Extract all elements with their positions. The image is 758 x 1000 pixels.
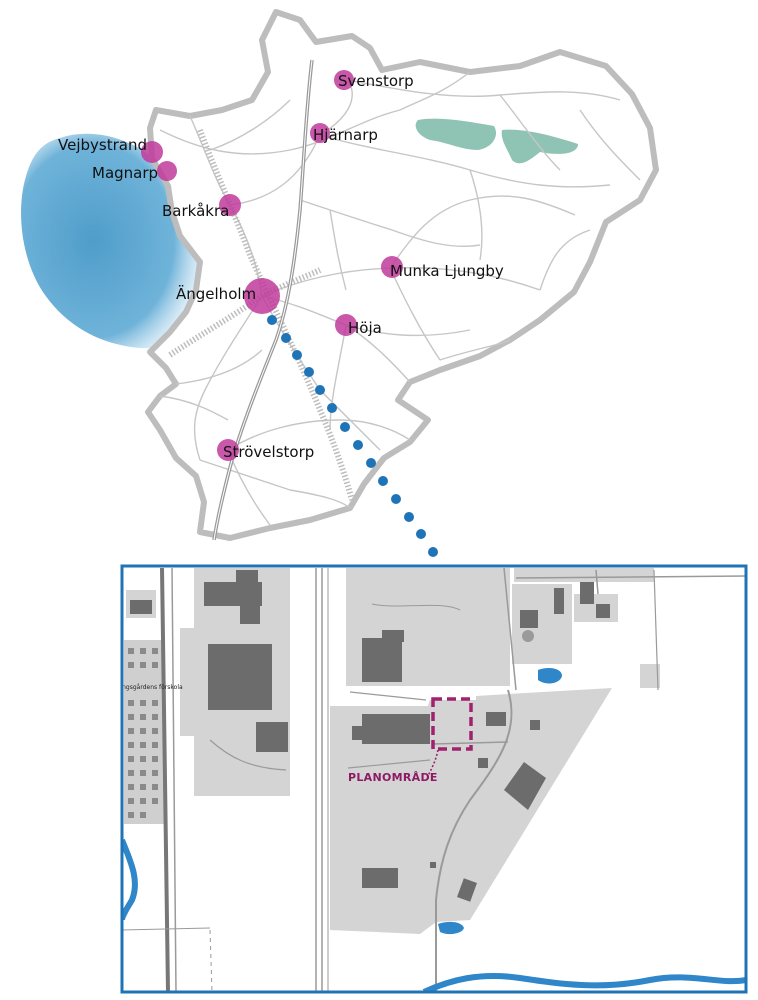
residential-houses [128, 648, 158, 818]
plan-area-boundary [431, 697, 473, 751]
town-marker-angelholm [244, 278, 280, 314]
town-marker-vejbystrand [141, 141, 163, 163]
town-label-barkakra: Barkåkra [162, 202, 229, 220]
town-label-hjarnarp: Hjärnarp [313, 126, 378, 144]
overview-map: Svenstorp Hjärnarp Vejbystrand Magnarp B… [21, 9, 659, 541]
buildings [130, 570, 610, 902]
pond [438, 921, 464, 935]
plan-area-leader [427, 749, 439, 777]
town-marker-strovelstorp [217, 439, 239, 461]
plan-area-label: PLANOMRÅDE [348, 771, 438, 784]
town-label-angelholm: Ängelholm [176, 284, 256, 303]
railway [197, 128, 355, 501]
detail-map: PLANOMRÅDE Ängsgårdens förskola [118, 566, 746, 992]
lake [415, 118, 497, 150]
town-label-strovelstorp: Strövelstorp [223, 443, 314, 461]
town-marker-hoja [335, 314, 357, 336]
town-marker-magnarp [157, 161, 177, 181]
town-label-vejbystrand: Vejbystrand [58, 136, 147, 154]
roundabout [522, 630, 534, 642]
town-label-hoja: Höja [348, 319, 382, 337]
town-marker-hjarnarp [310, 123, 330, 143]
town-marker-barkakra [219, 194, 241, 216]
school-label: Ängsgårdens förskola [118, 684, 183, 691]
connector-dots [267, 315, 438, 557]
pond [538, 668, 562, 684]
sea-area [21, 133, 201, 349]
detail-map-frame [120, 564, 748, 994]
detail-roads [122, 567, 746, 992]
town-label-munka-ljungby: Munka Ljungby [390, 262, 504, 280]
town-marker-munka-ljungby [381, 256, 403, 278]
town-marker-svenstorp [334, 70, 354, 90]
town-label-svenstorp: Svenstorp [338, 72, 414, 90]
town-label-magnarp: Magnarp [92, 164, 158, 182]
stream [422, 973, 746, 992]
